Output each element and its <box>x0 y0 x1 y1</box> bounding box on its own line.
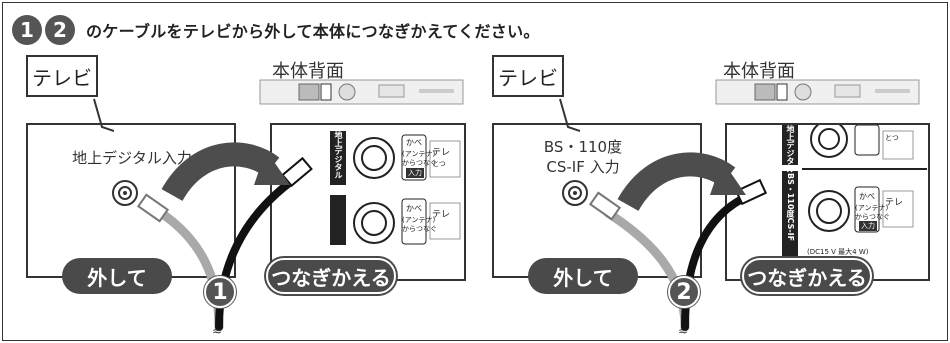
tv-label: テレビ <box>492 55 564 97</box>
step-number-badge: 1 <box>204 276 236 308</box>
step-2-badge: 2 <box>45 15 75 45</box>
tv-label: テレビ <box>26 55 98 97</box>
connect-short-label: とつ <box>885 134 899 142</box>
back-terminal-top-label: 地上デジタル <box>786 125 795 173</box>
tv-short-label: テレ <box>432 148 451 158</box>
input-label: 入力 <box>406 168 424 178</box>
antenna-label: (アンテナ) <box>402 150 436 158</box>
svg-text:≈: ≈ <box>212 324 222 338</box>
wall-label-2: かべ <box>406 204 422 213</box>
tv-short-label: テレ <box>885 198 904 208</box>
tv-antenna-jack-icon <box>562 180 588 206</box>
connect-label: つなぎかえる <box>266 258 396 294</box>
connect-short-label: とつ <box>432 160 446 168</box>
antenna-label: (アンテナ) <box>855 204 889 212</box>
instruction-header: 1 2 のケーブルをテレビから外して本体につなぎかえてください。 <box>12 12 540 48</box>
back-panel-detail-box: 地上デジタル BS・110度CS-IF かべ (アンテナ) からつなぐ 入力 テ… <box>725 123 930 281</box>
connect-label: つなぎかえる <box>742 258 872 294</box>
cable-diagram: ≈ <box>588 152 768 338</box>
from-wall-label: からつなぐ <box>855 213 890 221</box>
back-terminal-label: 地上デジタル <box>334 131 343 179</box>
back-panel-detail-box: 地上デジタル かべ (アンテナ) からつなぐ 入力 テレ とつ かべ (アンテナ… <box>270 123 466 281</box>
tv-input-label-line1: BS・110度 <box>543 138 623 156</box>
remove-label: 外して <box>62 258 172 294</box>
panel-terrestrial: テレビ 地上デジタル入力 本体背面 地上デジタル かべ <box>14 55 484 339</box>
back-terminal-detail <box>782 125 927 263</box>
back-panel-title: 本体背面 <box>723 61 795 82</box>
input-label: 入力 <box>859 221 877 231</box>
cable-diagram: ≈ <box>136 142 313 338</box>
tv-pointer-icon <box>93 98 114 132</box>
remove-label: 外して <box>528 258 638 294</box>
back-panel-title: 本体背面 <box>272 61 344 82</box>
tv-pointer-icon <box>559 98 580 132</box>
step-number-badge: 2 <box>668 276 700 308</box>
instruction-text: のケーブルをテレビから外して本体につなぎかえてください。 <box>86 22 540 41</box>
from-wall-label: からつなぐ <box>402 159 437 167</box>
antenna-label-2: (アンテナ) <box>402 216 436 224</box>
tv-short-label-2: テレ <box>432 210 451 220</box>
wall-label: かべ <box>859 192 875 201</box>
wall-label: かべ <box>406 138 422 147</box>
tv-input-label: 地上デジタル入力 <box>72 149 192 167</box>
device-back-strip <box>715 79 920 105</box>
back-terminal-label: BS・110度CS-IF <box>786 173 795 242</box>
power-note: (DC15 V 最大4 W) <box>807 248 869 256</box>
device-back-strip <box>259 79 464 105</box>
svg-text:≈: ≈ <box>678 324 688 338</box>
from-wall-label-2: からつなぐ <box>402 225 437 233</box>
tv-input-label-line2: CS-IF 入力 <box>546 158 620 176</box>
tv-antenna-jack-icon <box>112 180 138 206</box>
step-1-badge: 1 <box>12 15 42 45</box>
panel-satellite: テレビ BS・110度 CS-IF 入力 本体背面 地上デジ <box>480 55 950 339</box>
